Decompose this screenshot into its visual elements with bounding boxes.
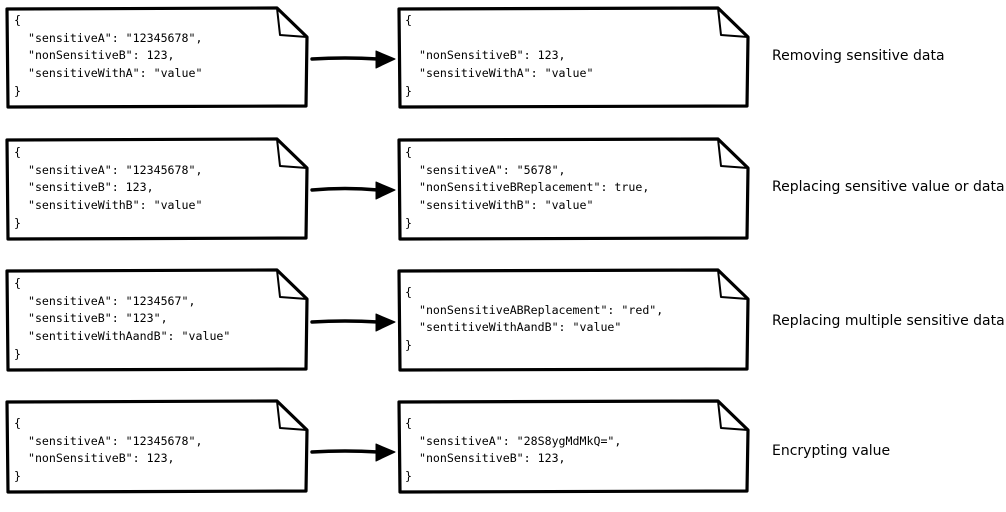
code-line: } (405, 338, 412, 352)
code-line: { (14, 276, 21, 290)
code-line: "sensitiveA": "12345678", (14, 163, 202, 177)
code-line: { (405, 285, 412, 299)
transformation-row-encrypting: { "sensitiveA": "12345678", "nonSensitiv… (5, 399, 890, 494)
code-line: { (405, 416, 412, 430)
code-line: "nonSensitiveB": 123, (14, 451, 175, 465)
code-line: } (14, 347, 21, 361)
code-line: "nonSensitiveB": 123, (405, 48, 566, 62)
transformation-row-removing: { "sensitiveA": "12345678", "nonSensitiv… (5, 6, 945, 109)
transformation-label: Encrypting value (772, 443, 890, 459)
transform-arrow (310, 50, 396, 69)
code-line: "sensitiveWithA": "value" (14, 66, 202, 80)
transformation-label: Replacing multiple sensitive data (772, 313, 1005, 329)
code-line: } (14, 469, 21, 483)
code-line: "sensitiveWithB": "value" (405, 198, 593, 212)
code-line: "sentitiveWithAandB": "value" (405, 320, 621, 334)
transformation-label: Replacing sensitive value or data (772, 179, 1005, 195)
source-note: { "sensitiveA": "12345678", "nonSensitiv… (5, 6, 309, 109)
code-line: "sensitiveWithA": "value" (405, 66, 593, 80)
result-note: { "sensitiveA": "28S8ygMdMkQ=", "nonSens… (397, 399, 750, 494)
code-line: } (405, 469, 412, 483)
code-line: } (405, 216, 412, 230)
code-line: "sentitiveWithAandB": "value" (14, 329, 230, 343)
code-line: { (405, 145, 412, 159)
transformation-row-replacing: { "sensitiveA": "12345678", "sensitiveB"… (5, 137, 1005, 241)
code-line: } (405, 84, 412, 98)
transform-arrow (310, 181, 396, 200)
code-line: "sensitiveA": "5678", (405, 163, 566, 177)
code-line: "nonSensitiveB": 123, (14, 48, 175, 62)
code-line: "sensitiveA": "12345678", (14, 434, 202, 448)
code-line: "nonSensitiveABReplacement": "red", (405, 303, 663, 317)
source-note: { "sensitiveA": "1234567", "sensitiveB":… (5, 268, 309, 372)
transform-arrow (310, 313, 396, 332)
transform-arrow (310, 443, 396, 462)
code-line: { (14, 13, 21, 27)
code-line: "nonSensitiveBReplacement": true, (405, 180, 649, 194)
source-note: { "sensitiveA": "12345678", "nonSensitiv… (5, 399, 309, 494)
code-line: "sensitiveA": "28S8ygMdMkQ=", (405, 434, 621, 448)
code-line: } (14, 84, 21, 98)
code-line: "nonSensitiveB": 123, (405, 451, 566, 465)
source-note: { "sensitiveA": "12345678", "sensitiveB"… (5, 137, 309, 241)
transformation-row-multiple: { "sensitiveA": "1234567", "sensitiveB":… (5, 268, 1005, 372)
result-note: { "sensitiveA": "5678", "nonSensitiveBRe… (397, 137, 750, 241)
code-line: { (405, 13, 412, 27)
result-note: { "nonSensitiveABReplacement": "red", "s… (397, 268, 750, 372)
code-line: "sensitiveB": "123", (14, 311, 168, 325)
code-line: "sensitiveA": "1234567", (14, 294, 195, 308)
code-line: { (14, 416, 21, 430)
code-line: } (14, 216, 21, 230)
result-note: { "nonSensitiveB": 123, "sensitiveWithA"… (397, 6, 750, 109)
code-line: { (14, 145, 21, 159)
transformation-label: Removing sensitive data (772, 48, 945, 64)
code-line: "sensitiveA": "12345678", (14, 31, 202, 45)
code-line: "sensitiveB": 123, (14, 180, 154, 194)
code-line: "sensitiveWithB": "value" (14, 198, 202, 212)
